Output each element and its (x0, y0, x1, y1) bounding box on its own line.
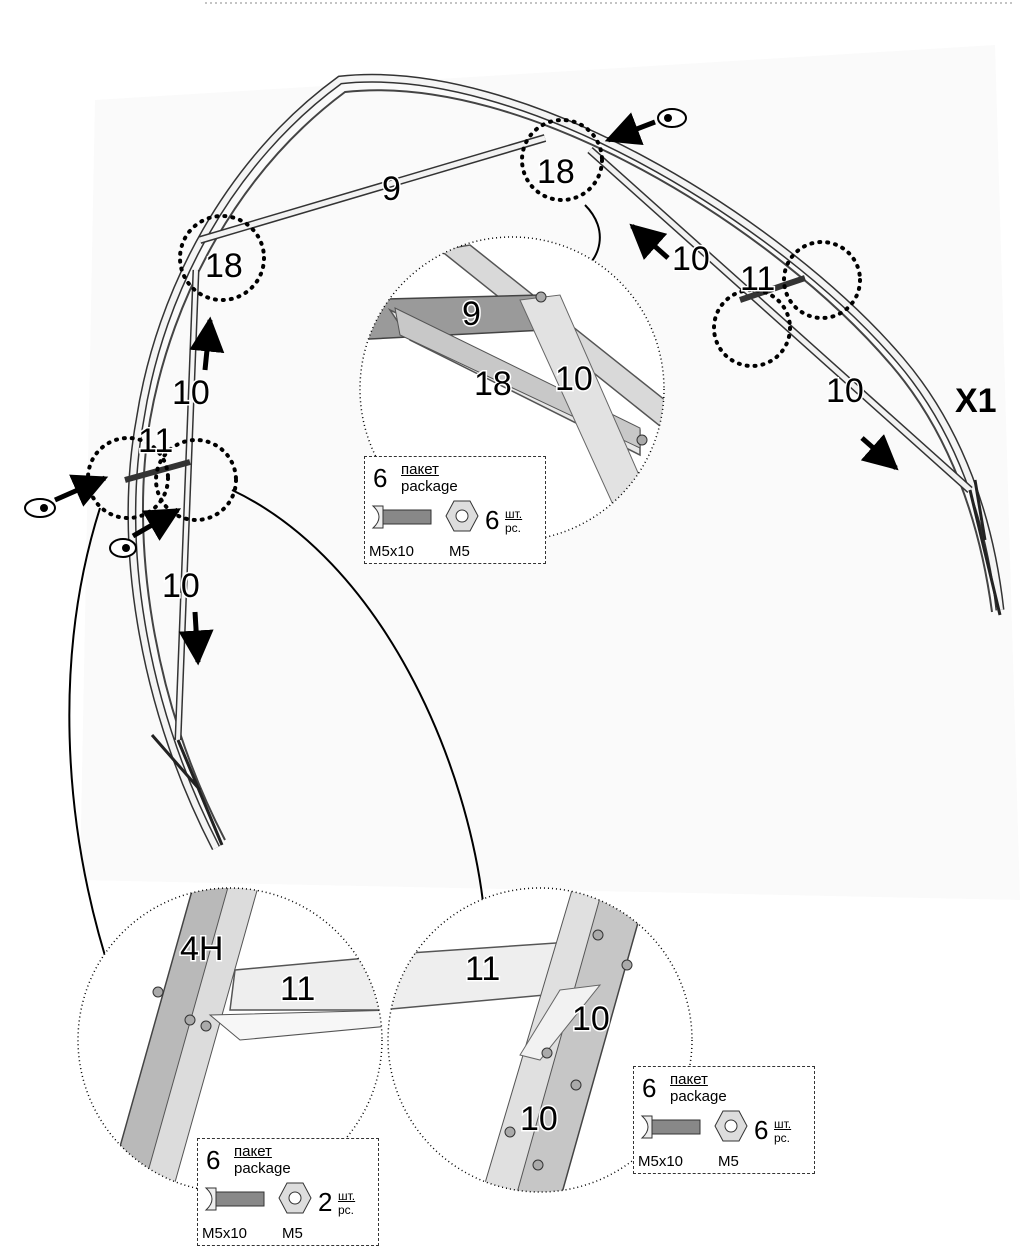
item-count: 6 (485, 505, 500, 535)
detail-right-label-cross: 11 (465, 950, 500, 988)
unit-label-ru: шт. (505, 507, 523, 521)
detail-right-label-post-upper: 10 (572, 1000, 610, 1038)
label-right-cross: 11 (740, 260, 775, 298)
package-quantity: 6 (642, 1073, 657, 1103)
bolt-icon (640, 1115, 701, 1139)
package-label-ru: пакет (234, 1143, 272, 1160)
hardware-package-right: 6 пакет package 6 шт. pc. M5x10 M5 (633, 1066, 815, 1174)
package-quantity: 6 (373, 463, 388, 493)
unit-label-ru: шт. (774, 1117, 792, 1131)
unit-label-en: pc. (505, 521, 522, 535)
package-label-en: package (401, 478, 458, 495)
eye-icon (109, 538, 137, 558)
label-left-post-upper: 10 (172, 374, 210, 412)
package-label-en: package (670, 1088, 727, 1105)
detail-view-left: 4H 11 (77, 887, 383, 1193)
detail-right-label-post-lower: 10 (520, 1100, 558, 1138)
detail-view-right: 11 10 10 (387, 887, 693, 1193)
detail-top-label-brace: 9 (462, 295, 481, 333)
bolt-size-label: M5x10 (638, 1153, 684, 1170)
detail-left-label-frame: 4H (180, 930, 223, 968)
unit-label-ru: шт. (338, 1189, 356, 1203)
label-left-bracket: 18 (205, 247, 243, 285)
package-label-ru: пакет (401, 461, 439, 478)
multiplier-label: X1 (955, 382, 997, 420)
bolt-size-label: M5x10 (202, 1225, 248, 1242)
hardware-package-left: 6 пакет package 2 шт. pc. M5x10 M5 (197, 1138, 379, 1246)
detail-top-label-bracket: 18 (474, 365, 512, 403)
nut-size-label: M5 (282, 1225, 303, 1242)
main-frame (124, 73, 1005, 851)
nut-icon (714, 1110, 748, 1142)
nut-size-label: M5 (718, 1153, 739, 1170)
label-top-bracket: 18 (537, 153, 575, 191)
detail-view-top: 9 18 10 (359, 236, 665, 542)
direction-arrows (53, 112, 899, 666)
bolt-size-label: M5x10 (369, 543, 415, 560)
bolt-icon (371, 505, 432, 529)
label-left-cross: 11 (138, 422, 173, 460)
unit-label-en: pc. (774, 1131, 791, 1145)
eye-icon (24, 498, 56, 518)
package-quantity: 6 (206, 1145, 221, 1175)
detail-top-label-post: 10 (555, 360, 593, 398)
bolt-icon (204, 1187, 265, 1211)
nut-size-label: M5 (449, 543, 470, 560)
label-right-brace-lower: 10 (826, 372, 864, 410)
label-upper-brace: 9 (382, 170, 401, 208)
hardware-package-top: 6 пакет package 6 шт. pc. M5x10 M5 (364, 456, 546, 564)
label-left-post-lower: 10 (162, 567, 200, 605)
package-label-en: package (234, 1160, 291, 1177)
item-count: 6 (754, 1115, 769, 1145)
label-right-brace-upper: 10 (672, 240, 710, 278)
package-label-ru: пакет (670, 1071, 708, 1088)
highlight-circles (86, 118, 862, 522)
item-count: 2 (318, 1187, 333, 1217)
nut-icon (278, 1182, 312, 1214)
nut-icon (445, 500, 479, 532)
eye-icon (657, 108, 687, 128)
detail-left-label-cross: 11 (280, 970, 315, 1008)
unit-label-en: pc. (338, 1203, 355, 1217)
